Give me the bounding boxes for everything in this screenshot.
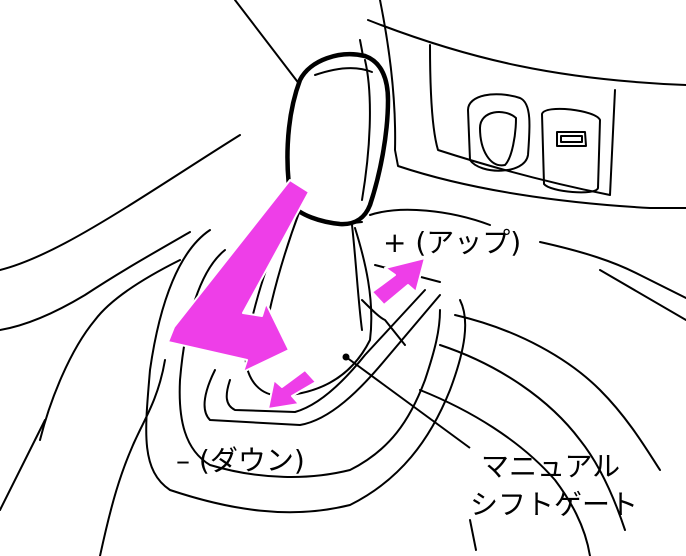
up-shift-arrow	[371, 257, 426, 306]
console-left-contour-2	[0, 231, 191, 331]
up-shift-label: + (アップ)	[383, 226, 522, 259]
console-side-line-2	[599, 269, 686, 321]
manual-shift-gate-label-line2: シフトゲート	[470, 488, 639, 521]
down-shift-label: – (ダウン)	[176, 444, 305, 477]
console-right-contour-3	[419, 389, 591, 556]
push-left-arrow	[167, 179, 310, 373]
console-side-line	[539, 241, 686, 299]
console-left-contour-4	[99, 359, 166, 556]
console-bottom-line	[469, 519, 477, 551]
console-left-contour-3	[39, 259, 181, 441]
manual-shift-gate-label-line1: マニュアル	[481, 450, 621, 483]
console-right-contour-2	[439, 344, 626, 531]
power-socket-icon	[467, 93, 531, 172]
shift-gate-slot-inner	[225, 289, 426, 413]
plus-position-trim	[369, 208, 491, 226]
gate-pointer-line	[345, 356, 471, 449]
console-panel-lines	[429, 44, 616, 196]
console-left-contour	[0, 134, 241, 271]
lever-shaft-right	[351, 224, 363, 331]
knob-top-line	[314, 67, 373, 76]
console-top-curve	[367, 19, 686, 86]
console-left-contour-5	[0, 419, 46, 511]
console-right-contour	[454, 314, 661, 471]
console-upper-outline	[379, 0, 686, 209]
gate-bezel-outer	[145, 229, 467, 514]
usb-port-icon	[541, 107, 601, 194]
down-shift-arrow	[267, 369, 317, 410]
lever-linkage	[361, 299, 406, 346]
dashboard-edge-line	[234, 0, 301, 86]
shift-gate-slot	[203, 294, 441, 426]
